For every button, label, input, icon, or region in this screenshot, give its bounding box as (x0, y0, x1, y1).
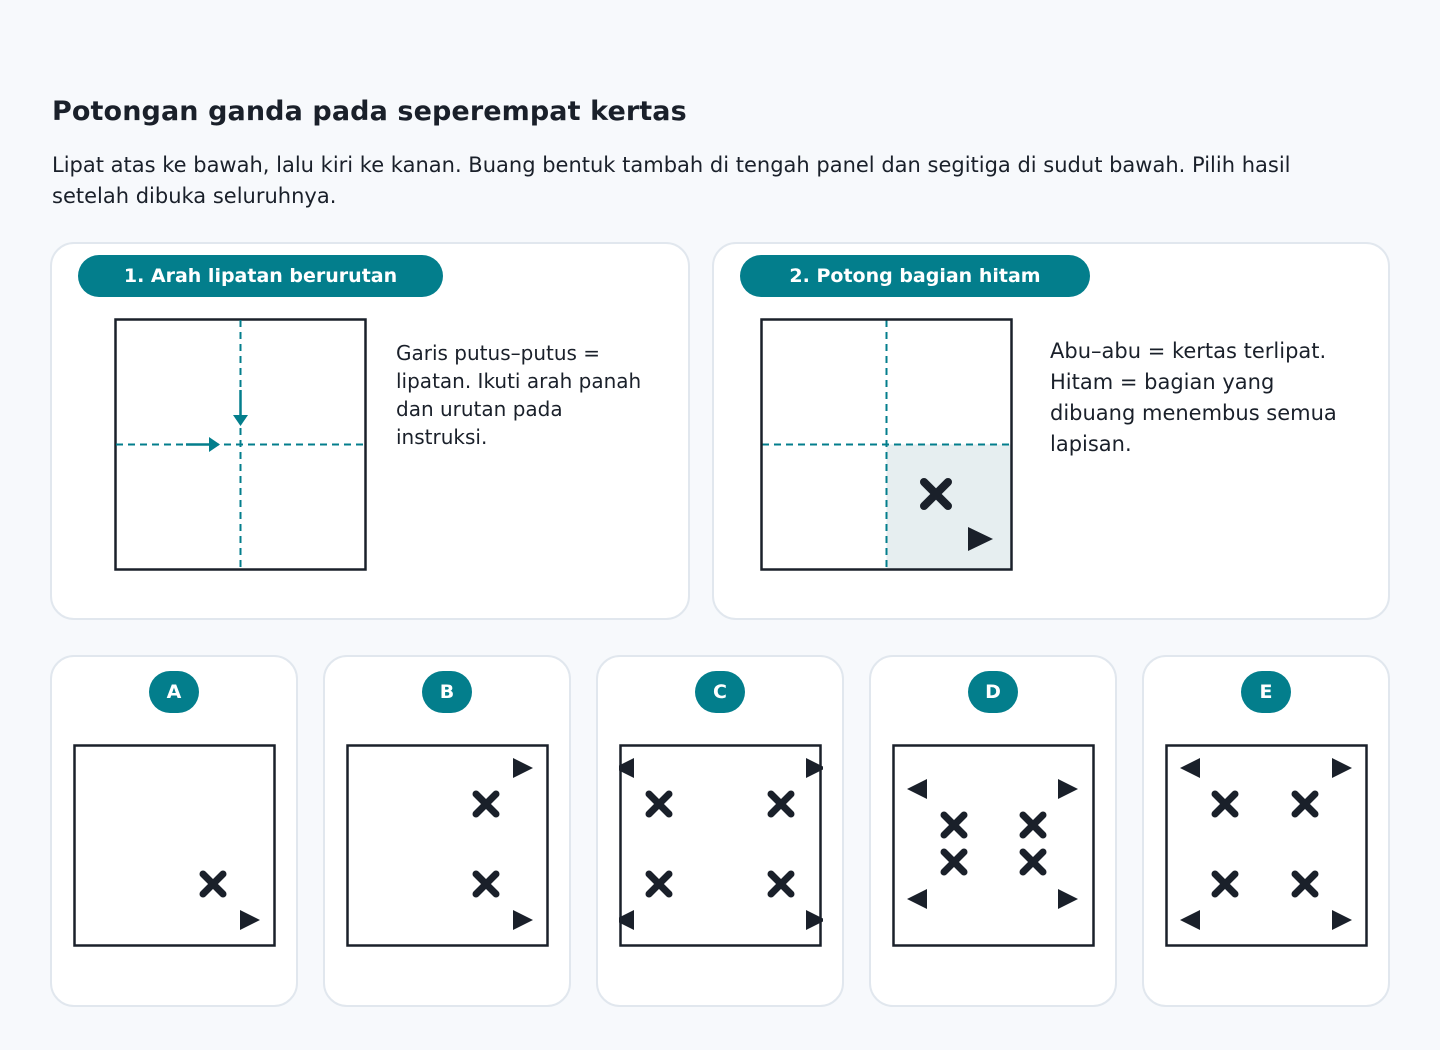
option-card-c[interactable]: C (596, 655, 844, 1007)
triangle-cut-icon (1058, 889, 1078, 909)
cut-instructions-panel: 2. Potong bagian hitam Abu–abu = kertas … (712, 242, 1390, 620)
cross-cut-icon (645, 870, 673, 898)
cross-cut-icon (767, 870, 795, 898)
option-card-d[interactable]: D (869, 655, 1117, 1007)
cross-cut-icon (920, 478, 952, 510)
triangle-cut-icon (513, 910, 533, 930)
triangle-cut-icon (1180, 910, 1200, 930)
triangle-cut-icon (1058, 779, 1078, 799)
cross-cut-icon (472, 790, 500, 818)
triangle-cut-icon (240, 910, 260, 930)
option-label-b: B (422, 671, 472, 713)
option-diagram-b (346, 744, 549, 947)
cross-cut-icon (940, 811, 968, 839)
triangle-cut-icon (1180, 758, 1200, 778)
cross-cut-icon (1211, 870, 1239, 898)
option-label-d: D (968, 671, 1018, 713)
cross-cut-icon (1019, 811, 1047, 839)
triangle-cut-icon (907, 889, 927, 909)
triangle-cut-icon (968, 527, 993, 551)
triangle-cut-icon (619, 910, 634, 930)
fold-note: Garis putus–putus = lipatan. Ikuti arah … (396, 341, 642, 449)
cross-cut-icon (1291, 870, 1319, 898)
option-card-e[interactable]: E (1142, 655, 1390, 1007)
cross-cut-icon (645, 790, 673, 818)
arrow-right-icon (186, 437, 220, 452)
cross-cut-icon (472, 870, 500, 898)
panel-label-fold: 1. Arah lipatan berurutan (78, 255, 443, 297)
cross-cut-icon (1211, 790, 1239, 818)
paper-square (760, 318, 1013, 571)
triangle-cut-icon (619, 758, 634, 778)
fold-instructions-panel: 1. Arah lipatan berurutan Garis putus–pu… (50, 242, 690, 620)
option-diagram-a (73, 744, 276, 947)
triangle-cut-icon (907, 779, 927, 799)
option-card-b[interactable]: B (323, 655, 571, 1007)
option-card-a[interactable]: A (50, 655, 298, 1007)
arrow-down-icon (233, 390, 248, 426)
triangle-cut-icon (806, 910, 823, 930)
page-title: Potongan ganda pada seperempat kertas (52, 96, 687, 127)
panel-label-cut: 2. Potong bagian hitam (740, 255, 1090, 297)
triangle-cut-icon (513, 758, 533, 778)
option-diagram-c (619, 744, 823, 947)
option-label-c: C (695, 671, 745, 713)
option-diagram-d (892, 744, 1095, 947)
cross-cut-icon (767, 790, 795, 818)
option-label-e: E (1241, 671, 1291, 713)
cross-cut-icon (940, 848, 968, 876)
option-diagram-e (1165, 744, 1368, 947)
cut-note: Abu–abu = kertas terlipat. Hitam = bagia… (1050, 339, 1337, 456)
option-label-a: A (149, 671, 199, 713)
triangle-cut-icon (1332, 758, 1352, 778)
cross-cut-icon (1019, 848, 1047, 876)
fold-diagram (114, 318, 367, 571)
triangle-cut-icon (806, 758, 823, 778)
cross-cut-icon (1291, 790, 1319, 818)
cross-cut-icon (199, 870, 227, 898)
instructions: Lipat atas ke bawah, lalu kiri ke kanan.… (52, 153, 1291, 208)
cut-diagram (760, 318, 1013, 571)
triangle-cut-icon (1332, 910, 1352, 930)
